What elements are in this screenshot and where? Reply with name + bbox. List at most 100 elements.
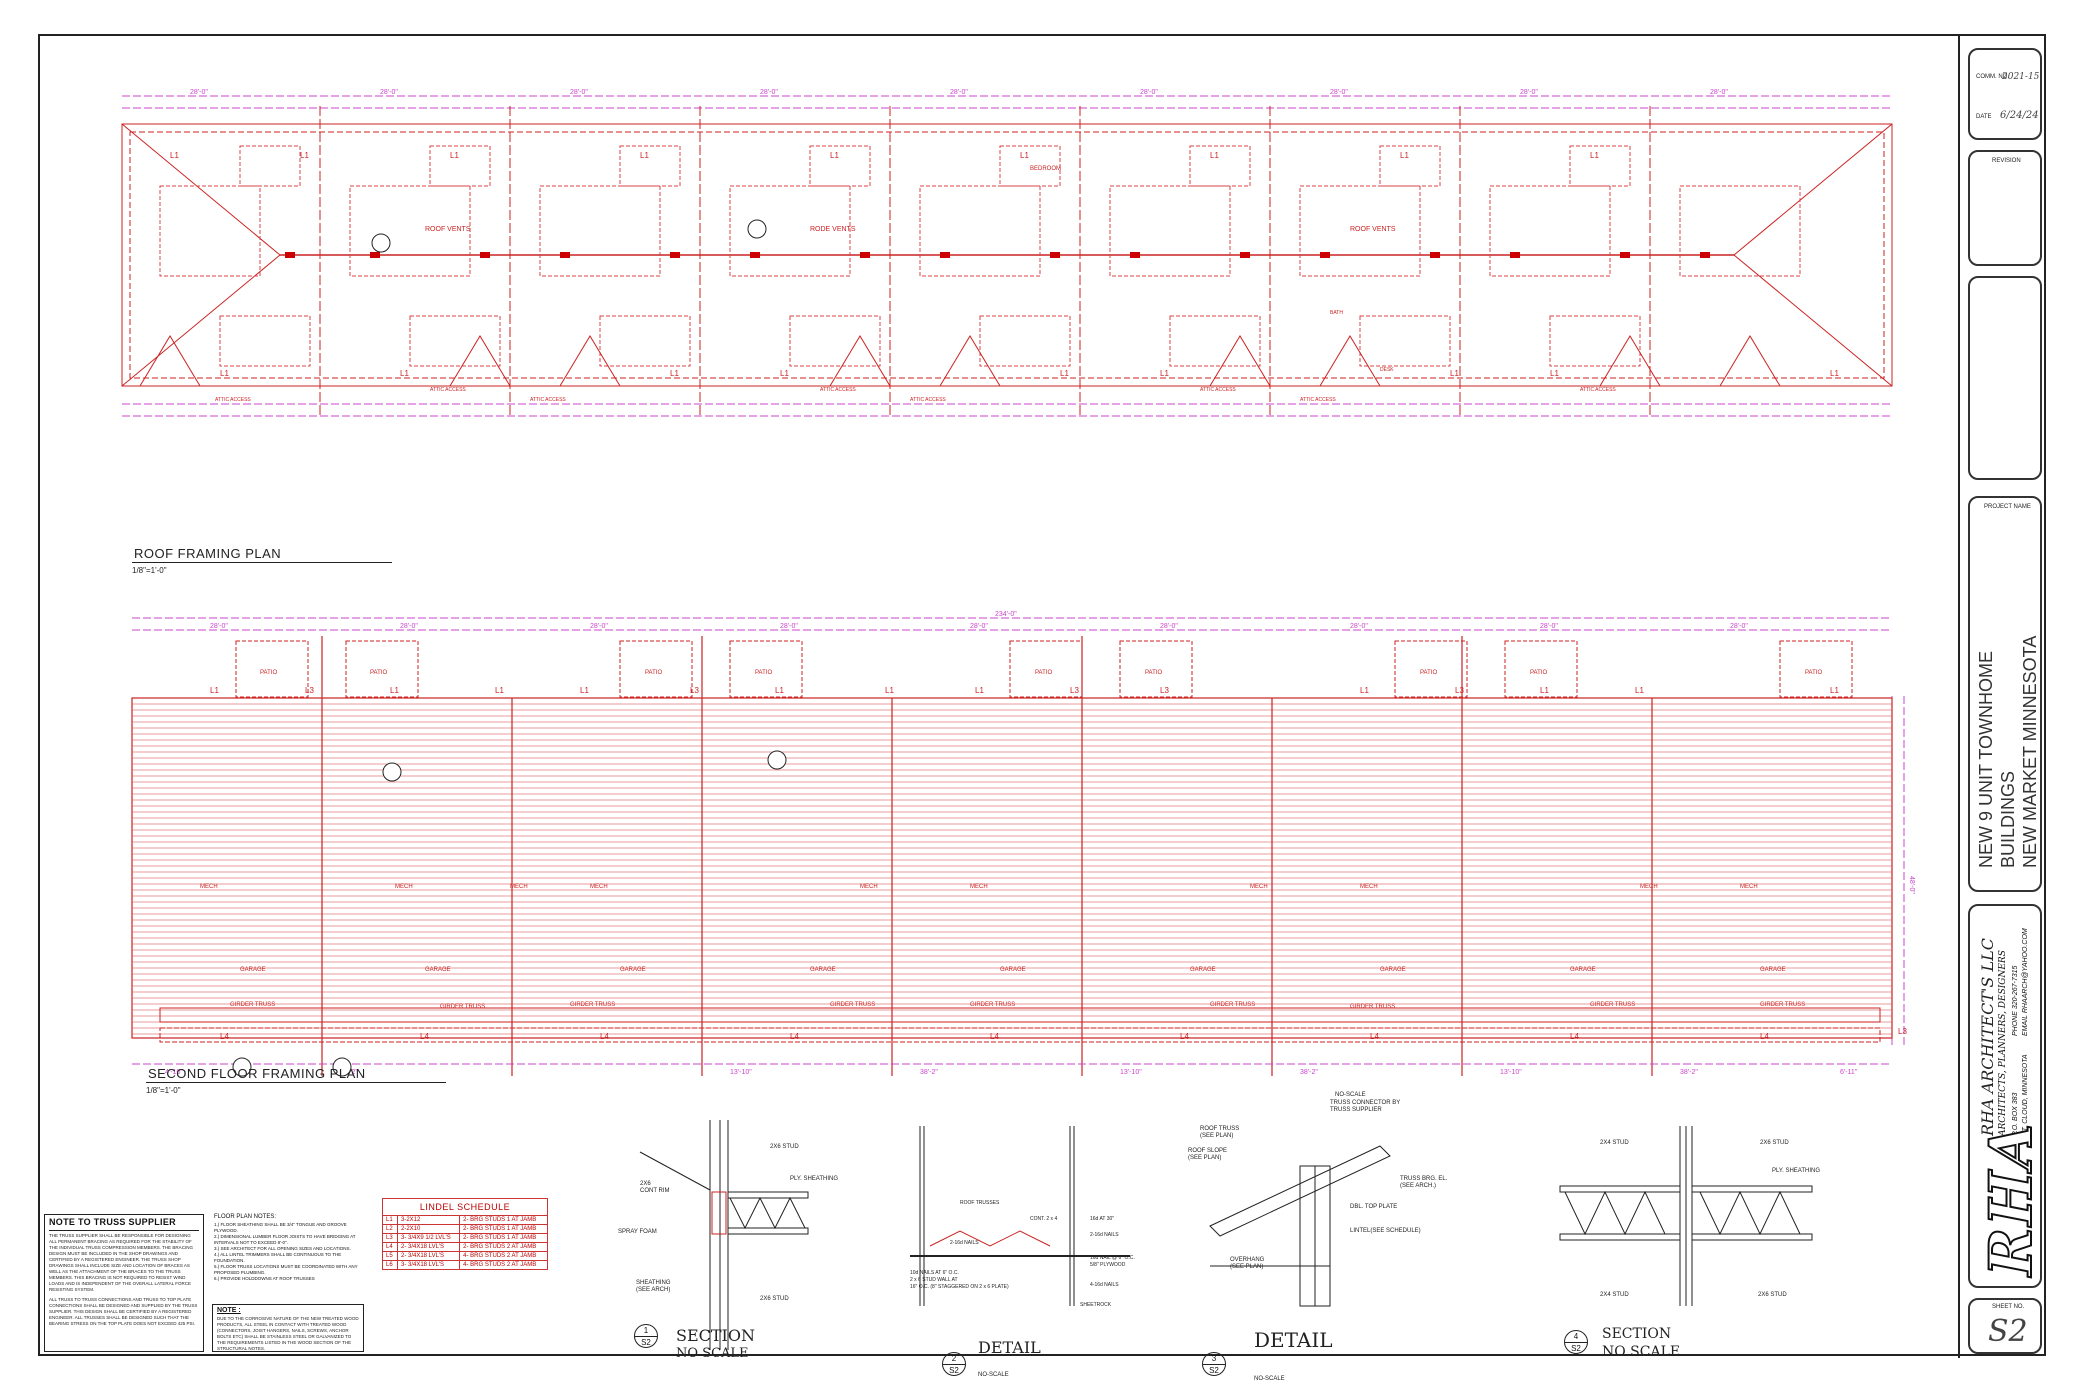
corrosion-note-body: DUE TO THE CORROSIVE NATURE OF THE NEW T… xyxy=(217,1316,359,1351)
svg-text:L4: L4 xyxy=(600,1032,609,1041)
svg-text:NO-SCALE: NO-SCALE xyxy=(1335,1092,1366,1098)
svg-text:MECH: MECH xyxy=(970,884,988,890)
svg-text:L1: L1 xyxy=(775,686,784,695)
svg-text:ATTIC ACCESS: ATTIC ACCESS xyxy=(910,397,946,403)
svg-text:GARAGE: GARAGE xyxy=(240,967,266,973)
floor-plan-scale: 1/8"=1'-0" xyxy=(146,1086,181,1095)
roof-plan-scale: 1/8"=1'-0" xyxy=(132,566,167,575)
svg-text:L1: L1 xyxy=(830,151,839,160)
svg-text:28'-0": 28'-0" xyxy=(400,623,418,630)
svg-text:GIRDER TRUSS: GIRDER TRUSS xyxy=(230,1002,275,1008)
revision-label: REVISION xyxy=(1992,158,2021,164)
svg-text:28'-0": 28'-0" xyxy=(210,623,228,630)
svg-text:L4: L4 xyxy=(1760,1032,1769,1041)
detail-4-title: SECTION xyxy=(1602,1326,1672,1342)
detail-2-scale: NO-SCALE xyxy=(978,1372,1009,1378)
svg-text:16d NAIL @ 6" O.C.: 16d NAIL @ 6" O.C. xyxy=(1090,1255,1135,1261)
svg-text:4-16d NAILS: 4-16d NAILS xyxy=(1090,1282,1119,1288)
svg-text:L1: L1 xyxy=(1360,686,1369,695)
floor-note-2: 2.) DIMENSIONAL LUMBER FLOOR JOISTS TO H… xyxy=(214,1234,356,1245)
svg-text:(SEE PLAN): (SEE PLAN) xyxy=(1200,1133,1233,1139)
svg-text:L1: L1 xyxy=(1635,686,1644,695)
svg-text:GARAGE: GARAGE xyxy=(1190,967,1216,973)
svg-text:L3: L3 xyxy=(1455,686,1464,695)
svg-text:48'-0": 48'-0" xyxy=(1908,876,1915,894)
svg-text:OVERHANG: OVERHANG xyxy=(1230,1257,1265,1263)
svg-text:ATTIC ACCESS: ATTIC ACCESS xyxy=(820,387,856,393)
svg-text:L1: L1 xyxy=(210,686,219,695)
svg-text:28'-0": 28'-0" xyxy=(1520,89,1538,96)
svg-text:2 x 6 STUD WALL AT: 2 x 6 STUD WALL AT xyxy=(910,1277,958,1283)
svg-text:GIRDER TRUSS: GIRDER TRUSS xyxy=(1210,1002,1255,1008)
svg-text:38'-2": 38'-2" xyxy=(920,1069,938,1076)
svg-text:28'-0": 28'-0" xyxy=(570,89,588,96)
svg-text:16d AT 30": 16d AT 30" xyxy=(1090,1216,1114,1222)
svg-text:L4: L4 xyxy=(990,1032,999,1041)
firm-box: RHA ARCHITECT'S LLC ARCHITECTS, PLANNERS… xyxy=(1968,904,2046,1288)
svg-text:PATIO: PATIO xyxy=(1530,670,1547,676)
svg-text:GIRDER TRUSS: GIRDER TRUSS xyxy=(1350,1004,1395,1010)
svg-text:L1: L1 xyxy=(1400,151,1409,160)
svg-text:L4: L4 xyxy=(790,1032,799,1041)
second-floor-framing-plan: 234'-0" 28'-0"28'-0"28'-0" 28'-0"28'-0"2… xyxy=(131,611,1915,1077)
svg-text:ATTIC ACCESS: ATTIC ACCESS xyxy=(430,387,466,393)
svg-text:L1: L1 xyxy=(1160,369,1169,378)
svg-text:MECH: MECH xyxy=(395,884,413,890)
svg-text:BATH: BATH xyxy=(1330,310,1343,316)
svg-text:2X6 STUD: 2X6 STUD xyxy=(760,1296,789,1302)
detail-3-scale: NO-SCALE xyxy=(1254,1376,1285,1382)
svg-text:L1: L1 xyxy=(1830,369,1839,378)
firm-sub: ARCHITECTS, PLANNERS, DESIGNERS xyxy=(1998,950,2008,1136)
svg-text:L1: L1 xyxy=(1060,369,1069,378)
svg-text:38'-2": 38'-2" xyxy=(1300,1069,1318,1076)
svg-text:234'-0": 234'-0" xyxy=(995,611,1017,618)
svg-text:L1: L1 xyxy=(580,686,589,695)
svg-text:GARAGE: GARAGE xyxy=(620,967,646,973)
svg-text:RODE VENTS: RODE VENTS xyxy=(810,226,856,233)
svg-text:PLY. SHEATHING: PLY. SHEATHING xyxy=(1772,1168,1820,1174)
svg-text:(SEE ARCH): (SEE ARCH) xyxy=(636,1287,670,1293)
truss-note-body2: ALL TRUSS TO TRUSS CONNECTIONS AND TRUSS… xyxy=(49,1297,198,1326)
svg-text:GARAGE: GARAGE xyxy=(1570,967,1596,973)
svg-text:6'-11": 6'-11" xyxy=(1840,1069,1858,1076)
drawing-area: 28'-0" 28'-0" 28'-0" 28'-0" 28'-0" 28'-0" 28… xyxy=(40,36,1960,1382)
svg-text:L1: L1 xyxy=(400,369,409,378)
svg-text:2X4 STUD: 2X4 STUD xyxy=(1600,1292,1629,1298)
svg-text:(SEE PLAN): (SEE PLAN) xyxy=(1230,1264,1263,1270)
corrosion-note: NOTE : DUE TO THE CORROSIVE NATURE OF TH… xyxy=(212,1304,364,1352)
svg-text:PLY. SHEATHING: PLY. SHEATHING xyxy=(790,1176,838,1182)
svg-text:L1: L1 xyxy=(1540,686,1549,695)
roof-plan-title-underline xyxy=(132,562,392,563)
svg-text:L1: L1 xyxy=(450,151,459,160)
svg-text:TRUSS BRG. EL.: TRUSS BRG. EL. xyxy=(1400,1176,1448,1182)
comm-no-label: COMM. NO. xyxy=(1976,74,2009,80)
svg-text:28'-0": 28'-0" xyxy=(950,89,968,96)
svg-text:GIRDER TRUSS: GIRDER TRUSS xyxy=(440,1004,485,1010)
svg-text:ATTIC ACCESS: ATTIC ACCESS xyxy=(215,397,251,403)
svg-text:GIRDER TRUSS: GIRDER TRUSS xyxy=(970,1002,1015,1008)
svg-text:TRUSS SUPPLIER: TRUSS SUPPLIER xyxy=(1330,1107,1382,1113)
revision-box: REVISION xyxy=(1968,150,2042,266)
svg-text:L1: L1 xyxy=(170,151,179,160)
svg-text:SPRAY FOAM: SPRAY FOAM xyxy=(618,1229,657,1235)
svg-text:28'-0": 28'-0" xyxy=(1730,623,1748,630)
svg-text:28'-0": 28'-0" xyxy=(1330,89,1348,96)
svg-text:2X6: 2X6 xyxy=(640,1181,651,1187)
svg-text:L3: L3 xyxy=(1160,686,1169,695)
sheet-no-box: SHEET NO. S2 xyxy=(1968,1298,2042,1354)
svg-text:L1: L1 xyxy=(780,369,789,378)
svg-text:ROOF VENTS: ROOF VENTS xyxy=(1350,226,1396,233)
date-value: 6/24/24 xyxy=(2000,110,2039,121)
truss-note-title: NOTE TO TRUSS SUPPLIER xyxy=(49,1217,176,1227)
svg-text:13'-10": 13'-10" xyxy=(1500,1069,1522,1076)
svg-text:L3: L3 xyxy=(1070,686,1079,695)
svg-text:2X4 STUD: 2X4 STUD xyxy=(1600,1140,1629,1146)
floor-plan-notes: FLOOR PLAN NOTES: 1.) FLOOR SHEATHING SH… xyxy=(214,1214,364,1282)
floor-note-6: 6.) PROVIDE HOLDDOWNS AT ROOF TRUSSES xyxy=(214,1276,315,1281)
